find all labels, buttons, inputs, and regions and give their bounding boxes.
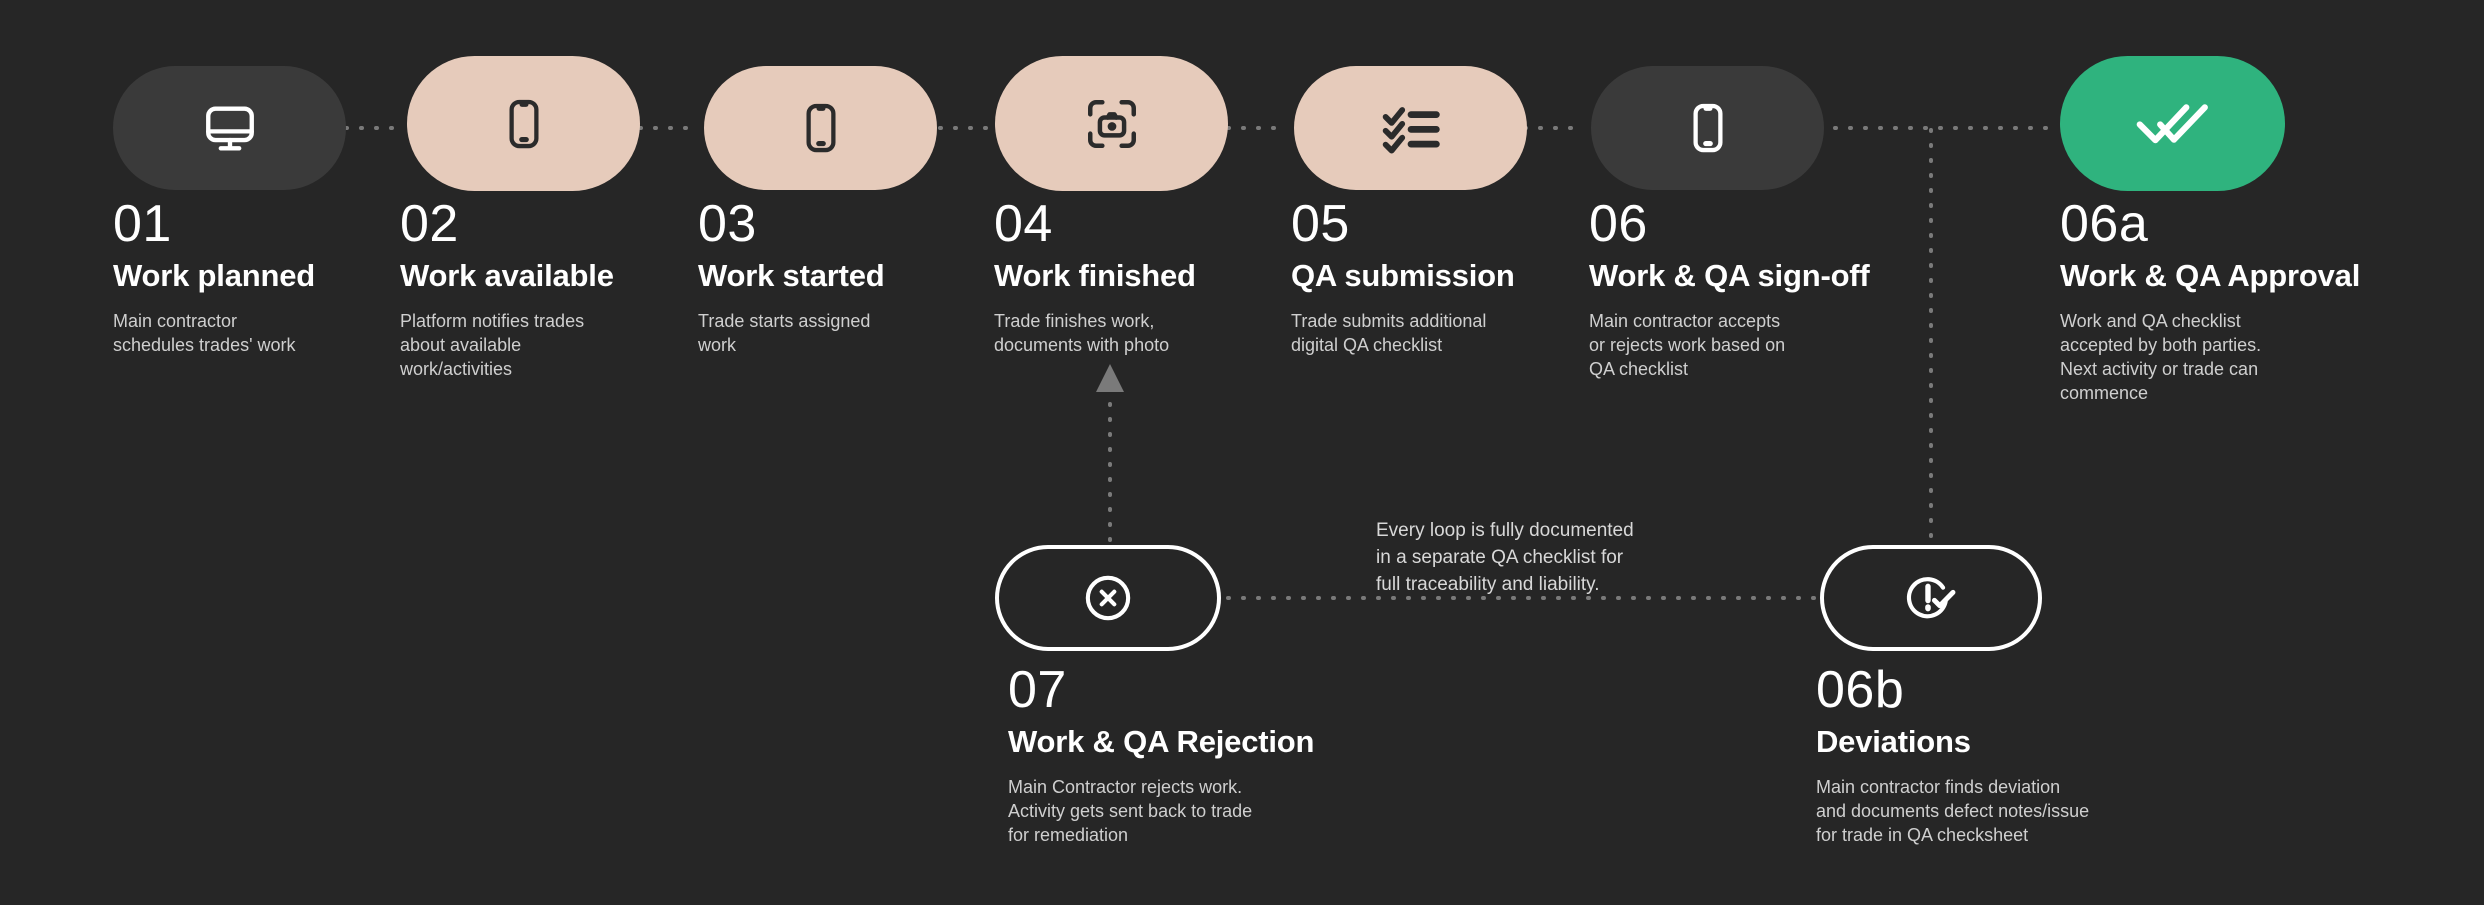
step-01-number: 01 (113, 195, 172, 253)
smartphone-icon (497, 97, 551, 151)
photo-scan-icon (1083, 95, 1141, 153)
step-04-pill[interactable] (995, 56, 1228, 191)
step-02-text: 02 Work available Platform notifies trad… (400, 198, 690, 382)
step-01-title: Work planned (113, 258, 315, 293)
loop-annotation: Every loop is fully documented in a sepa… (1376, 520, 1634, 595)
step-01-pill[interactable] (113, 66, 346, 190)
step-06b-number: 06b (1816, 661, 1905, 719)
step-05-desc: Trade submits additional digital QA chec… (1291, 310, 1487, 355)
step-06-number: 06 (1589, 195, 1648, 253)
step-02-pill[interactable] (407, 56, 640, 191)
step-07-title: Work & QA Rejection (1008, 724, 1315, 759)
step-02-title: Work available (400, 258, 614, 293)
step-06-pill[interactable] (1591, 66, 1824, 190)
double-check-icon (2135, 94, 2211, 154)
step-06a-number: 06a (2060, 195, 2149, 253)
circle-x-icon (1082, 572, 1134, 624)
step-03-number: 03 (698, 195, 757, 253)
step-06b-title: Deviations (1816, 724, 1971, 759)
step-06a-desc: Work and QA checklist accepted by both p… (2060, 310, 2262, 403)
step-06b-text: 06b Deviations Main contractor finds dev… (1816, 664, 2216, 848)
step-06b-pill[interactable] (1820, 545, 2042, 651)
step-01-text: 01 Work planned Main contractor schedule… (113, 198, 383, 358)
step-04-desc: Trade finishes work, documents with phot… (994, 310, 1170, 355)
step-06-text: 06 Work & QA sign-off Main contractor ac… (1589, 198, 1909, 382)
step-01-desc: Main contractor schedules trades' work (113, 310, 296, 355)
alert-retry-icon (1903, 572, 1959, 624)
step-06-title: Work & QA sign-off (1589, 258, 1870, 293)
step-06b-desc: Main contractor finds deviation and docu… (1816, 776, 2090, 845)
smartphone-icon (794, 101, 848, 155)
smartphone-icon (1681, 101, 1735, 155)
step-05-title: QA submission (1291, 258, 1515, 293)
step-07-pill[interactable] (995, 545, 1221, 651)
step-02-desc: Platform notifies trades about available… (400, 310, 585, 379)
step-04-title: Work finished (994, 258, 1196, 293)
step-06a-text: 06a Work & QA Approval Work and QA check… (2060, 198, 2390, 405)
step-03-pill[interactable] (704, 66, 937, 190)
step-07-number: 07 (1008, 661, 1067, 719)
step-05-number: 05 (1291, 195, 1350, 253)
checklist-icon (1381, 100, 1441, 156)
step-07-text: 07 Work & QA Rejection Main Contractor r… (1008, 664, 1368, 848)
step-06a-title: Work & QA Approval (2060, 258, 2361, 293)
step-03-text: 03 Work started Trade starts assigned wo… (698, 198, 978, 358)
step-03-title: Work started (698, 258, 885, 293)
step-03-desc: Trade starts assigned work (698, 310, 871, 355)
step-04-text: 04 Work finished Trade finishes work, do… (994, 198, 1284, 358)
arrowhead-up-icon (1096, 364, 1124, 392)
step-06a-pill[interactable] (2060, 56, 2285, 191)
step-05-pill[interactable] (1294, 66, 1527, 190)
step-07-desc: Main Contractor rejects work. Activity g… (1008, 776, 1253, 845)
step-05-text: 05 QA submission Trade submits additiona… (1291, 198, 1591, 358)
step-06-desc: Main contractor accepts or rejects work … (1589, 310, 1786, 379)
step-02-number: 02 (400, 195, 459, 253)
monitor-icon (201, 99, 259, 157)
step-04-number: 04 (994, 195, 1053, 253)
